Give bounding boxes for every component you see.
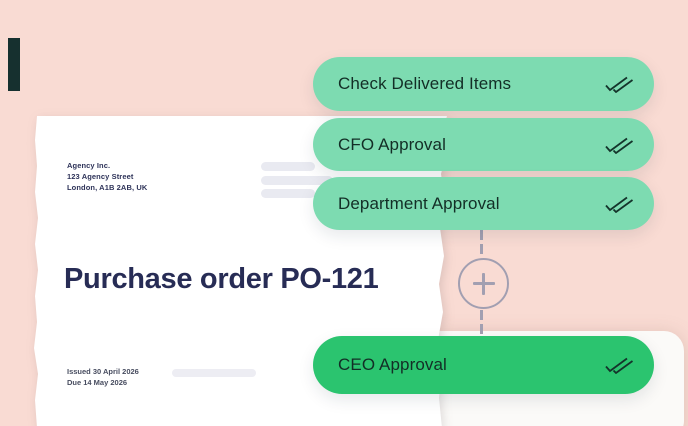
double-check-icon — [605, 76, 634, 93]
placeholder-bar — [261, 162, 315, 171]
connector-dashed-line — [480, 230, 483, 256]
pill-label: Department Approval — [338, 193, 500, 213]
company-name: Agency Inc. — [67, 161, 111, 170]
approval-step-cfo-approval[interactable]: CFO Approval — [313, 118, 654, 171]
connector-dashed-line — [480, 310, 483, 336]
approval-step-check-delivered-items[interactable]: Check Delivered Items — [313, 57, 654, 111]
pill-label: Check Delivered Items — [338, 74, 512, 93]
placeholder-bar — [261, 176, 333, 185]
due-date: Due 14 May 2026 — [67, 377, 128, 387]
plus-icon — [472, 272, 495, 295]
address-line: London, A1B 2AB, UK — [67, 183, 148, 192]
double-check-icon — [605, 137, 634, 154]
document-dates: Issued 30 April 2026 Due 14 May 2026 — [67, 367, 139, 388]
accent-rectangle — [8, 38, 20, 91]
document-title: Purchase order PO-121 — [64, 263, 379, 295]
double-check-icon — [605, 357, 634, 374]
approval-step-ceo-approval[interactable]: CEO Approval — [313, 336, 654, 394]
company-address: Agency Inc. 123 Agency Street London, A1… — [67, 160, 147, 193]
pill-label: CEO Approval — [338, 355, 447, 374]
address-line: 123 Agency Street — [67, 172, 134, 181]
placeholder-bar — [261, 189, 315, 198]
add-step-button[interactable] — [458, 258, 509, 309]
issued-date: Issued 30 April 2026 — [67, 367, 139, 376]
double-check-icon — [605, 196, 634, 213]
approval-step-department-approval[interactable]: Department Approval — [313, 177, 654, 230]
placeholder-bar — [172, 369, 256, 377]
pill-label: CFO Approval — [338, 134, 446, 154]
